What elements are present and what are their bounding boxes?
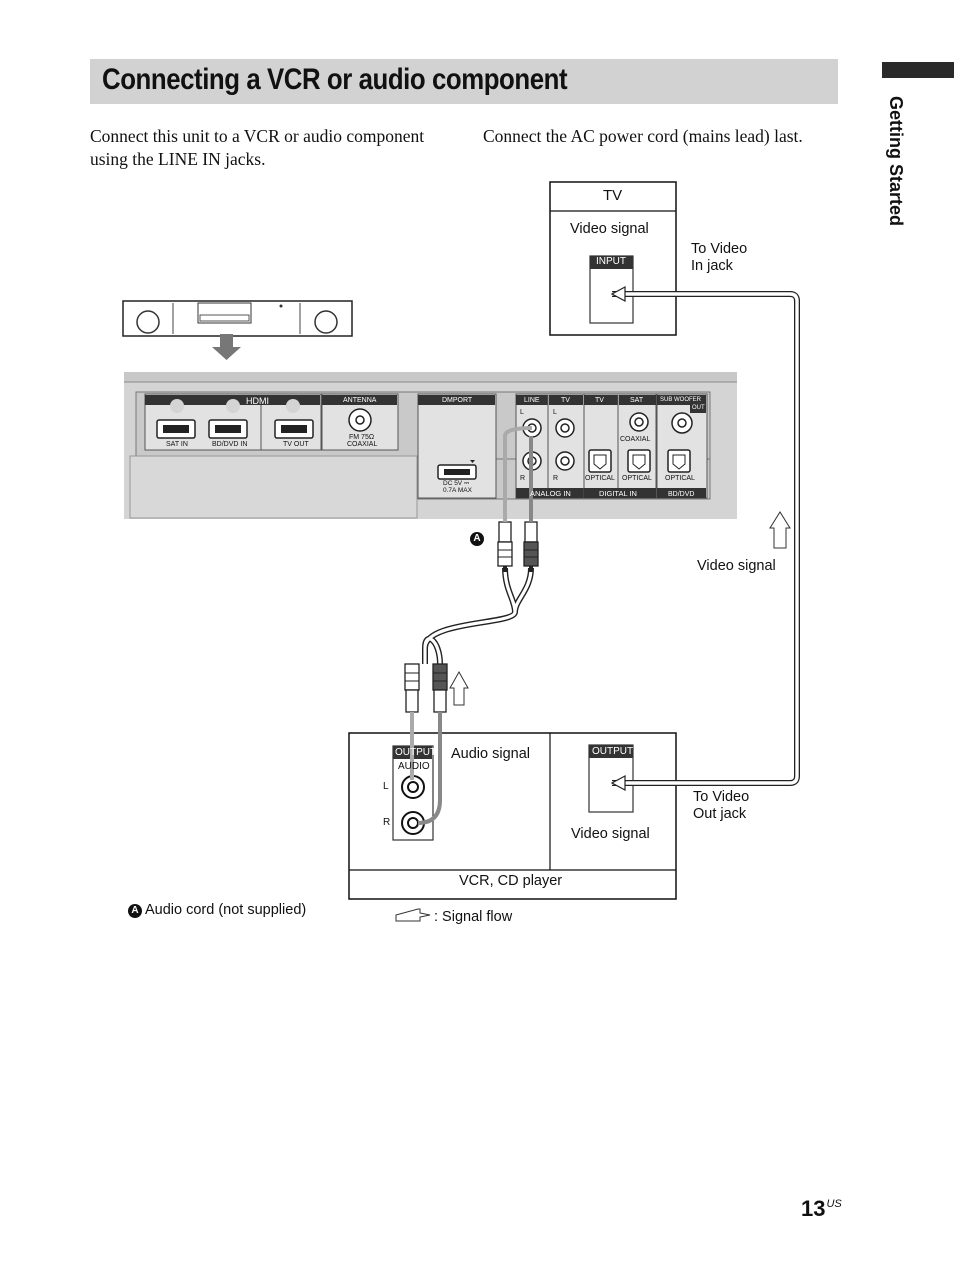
sat-label: SAT xyxy=(630,397,644,404)
legend-signal-flow: : Signal flow xyxy=(434,909,513,925)
cord-marker-a: A xyxy=(470,532,484,546)
page-number: 13US xyxy=(801,1196,842,1222)
vcr-audio-output-label: OUTPUT xyxy=(395,747,437,758)
digital-in-label: DIGITAL IN xyxy=(599,489,637,498)
to-video-in-line1: To Video xyxy=(691,241,748,257)
dmport-label: DMPORT xyxy=(442,397,473,404)
to-video-out-line2: Out jack xyxy=(693,806,747,822)
vcr-audio-label: AUDIO xyxy=(398,761,430,772)
vcr-box xyxy=(348,732,677,900)
line-label: LINE xyxy=(524,397,540,404)
fm-label: FM 75Ω xyxy=(349,434,375,441)
line-r-label: R xyxy=(520,475,526,482)
page-number-value: 13 xyxy=(801,1196,826,1221)
legend-cord-marker: A xyxy=(128,904,142,918)
audio-cable xyxy=(404,426,539,825)
hdmi-label: HDMI xyxy=(246,396,269,406)
coaxial-label: COAXIAL xyxy=(347,441,378,448)
video-cable xyxy=(610,285,800,792)
antenna-label: ANTENNA xyxy=(343,397,377,404)
tv-l-label: L xyxy=(553,409,557,416)
to-video-out-line1: To Video xyxy=(693,789,750,805)
out-label: OUT xyxy=(692,405,705,411)
dc-label-2: 0.7A MAX xyxy=(443,487,472,494)
tv-r-label: R xyxy=(553,475,559,482)
page-title: Connecting a VCR or audio component xyxy=(102,63,568,96)
page-number-suffix: US xyxy=(826,1198,842,1210)
legend-cord-text: Audio cord (not supplied) xyxy=(145,902,307,918)
line-l-label: L xyxy=(520,409,524,416)
tv-box xyxy=(549,181,677,336)
tv-label-2: TV xyxy=(595,397,604,404)
unit-front-view xyxy=(122,300,353,337)
section-tab xyxy=(882,62,954,78)
optical-label-2: OPTICAL xyxy=(622,475,652,482)
bd-dvd-label: BD/DVD xyxy=(668,491,695,498)
video-signal-label: Video signal xyxy=(697,558,776,574)
tv-label-1: TV xyxy=(561,397,570,404)
vcr-video-output-label: OUTPUT xyxy=(592,746,634,757)
tv-out-label: TV OUT xyxy=(283,441,309,448)
vcr-jack-l: L xyxy=(383,781,389,792)
intro-left: Connect this unit to a VCR or audio comp… xyxy=(90,126,425,169)
tv-input-label: INPUT xyxy=(596,256,626,267)
bd-dvd-in-label: BD/DVD IN xyxy=(212,441,248,448)
signal-flow-arrows xyxy=(395,511,791,922)
sat-coaxial-label: COAXIAL xyxy=(620,436,651,443)
intro-right: Connect the AC power cord (mains lead) l… xyxy=(483,126,803,146)
vcr-jack-r: R xyxy=(383,817,391,828)
vcr-name: VCR, CD player xyxy=(459,873,563,889)
optical-label-3: OPTICAL xyxy=(665,475,695,482)
analog-in-label: ANALOG IN xyxy=(530,489,571,498)
sat-in-label: SAT IN xyxy=(166,441,188,448)
rear-panel xyxy=(124,372,737,519)
to-video-in-line2: In jack xyxy=(691,258,733,274)
tv-name: TV xyxy=(603,187,623,204)
vcr-audio-signal: Audio signal xyxy=(451,746,530,762)
title-bar: Connecting a VCR or audio component xyxy=(90,59,838,104)
optical-label-1: OPTICAL xyxy=(585,475,615,482)
down-arrow xyxy=(212,334,241,360)
tv-video-signal: Video signal xyxy=(570,221,649,237)
subwoofer-label: SUB WOOFER xyxy=(660,397,702,403)
vcr-video-signal: Video signal xyxy=(571,826,650,842)
dc-label-1: DC 5V ⎓ xyxy=(443,480,470,487)
